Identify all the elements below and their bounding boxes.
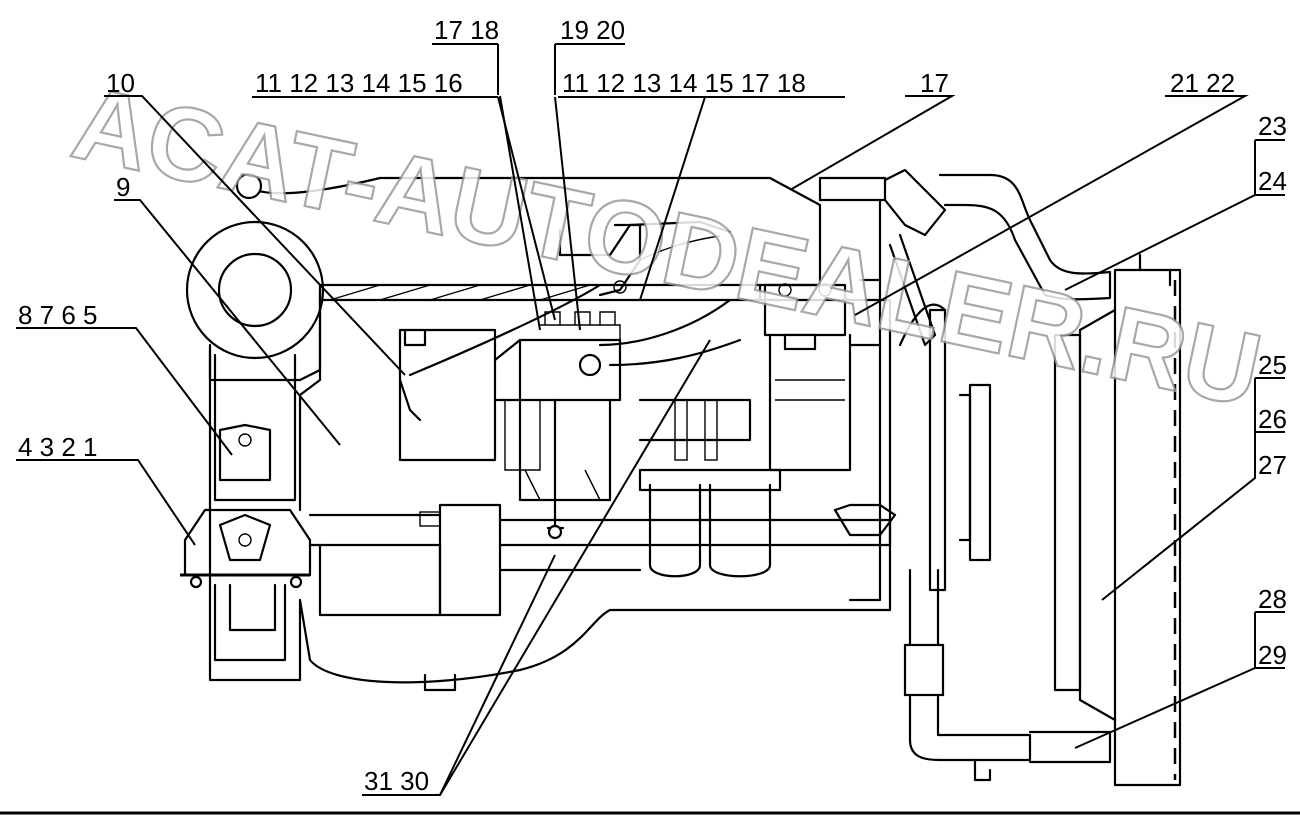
callout-27: 27 bbox=[1258, 450, 1287, 480]
callout-31-30: 31 30 bbox=[364, 766, 429, 796]
crank-pulley bbox=[928, 308, 947, 592]
fuel-filter-housing bbox=[398, 328, 497, 462]
callout-24: 24 bbox=[1258, 166, 1287, 196]
callout-4-3-2-1: 4 3 2 1 bbox=[18, 432, 98, 462]
radiator-shroud bbox=[1113, 268, 1182, 787]
engine-block bbox=[208, 298, 892, 684]
callout-17-18-top: 17 18 bbox=[434, 15, 499, 45]
callout-11-18: 11 12 13 14 15 17 18 bbox=[562, 68, 806, 98]
oil-filter-right bbox=[708, 483, 772, 578]
callout-21-22: 21 22 bbox=[1170, 68, 1235, 98]
callout-9: 9 bbox=[116, 172, 130, 202]
leader-lines bbox=[0, 43, 1300, 815]
callout-17: 17 bbox=[920, 68, 949, 98]
callout-labels: 17 18 19 20 11 12 13 14 15 16 11 12 13 1… bbox=[18, 15, 1287, 796]
callout-11-16: 11 12 13 14 15 16 bbox=[255, 68, 463, 98]
lifting-eye bbox=[235, 172, 263, 200]
oil-filter-left bbox=[648, 483, 702, 578]
upper-radiator-hose bbox=[938, 173, 1112, 301]
callout-10: 10 bbox=[106, 68, 135, 98]
callout-23: 23 bbox=[1258, 111, 1287, 141]
watermark: ACAT-AUTODEALER.RU bbox=[63, 65, 1270, 430]
front-bracket bbox=[213, 353, 297, 502]
callout-28: 28 bbox=[1258, 584, 1287, 614]
callout-19-20: 19 20 bbox=[560, 15, 625, 45]
engine-body bbox=[180, 168, 1182, 787]
fan-blades bbox=[1053, 333, 1082, 692]
engine-mount bbox=[183, 508, 312, 577]
callout-29: 29 bbox=[1258, 640, 1287, 670]
lower-radiator-hose bbox=[908, 568, 1032, 762]
turbocharger-housing bbox=[185, 220, 325, 360]
ecu-module bbox=[763, 283, 847, 337]
injection-pump bbox=[518, 338, 612, 502]
callout-26: 26 bbox=[1258, 404, 1287, 434]
callout-8-7-6-5: 8 7 6 5 bbox=[18, 300, 98, 330]
callout-25: 25 bbox=[1258, 350, 1287, 380]
starter-motor bbox=[318, 543, 442, 617]
